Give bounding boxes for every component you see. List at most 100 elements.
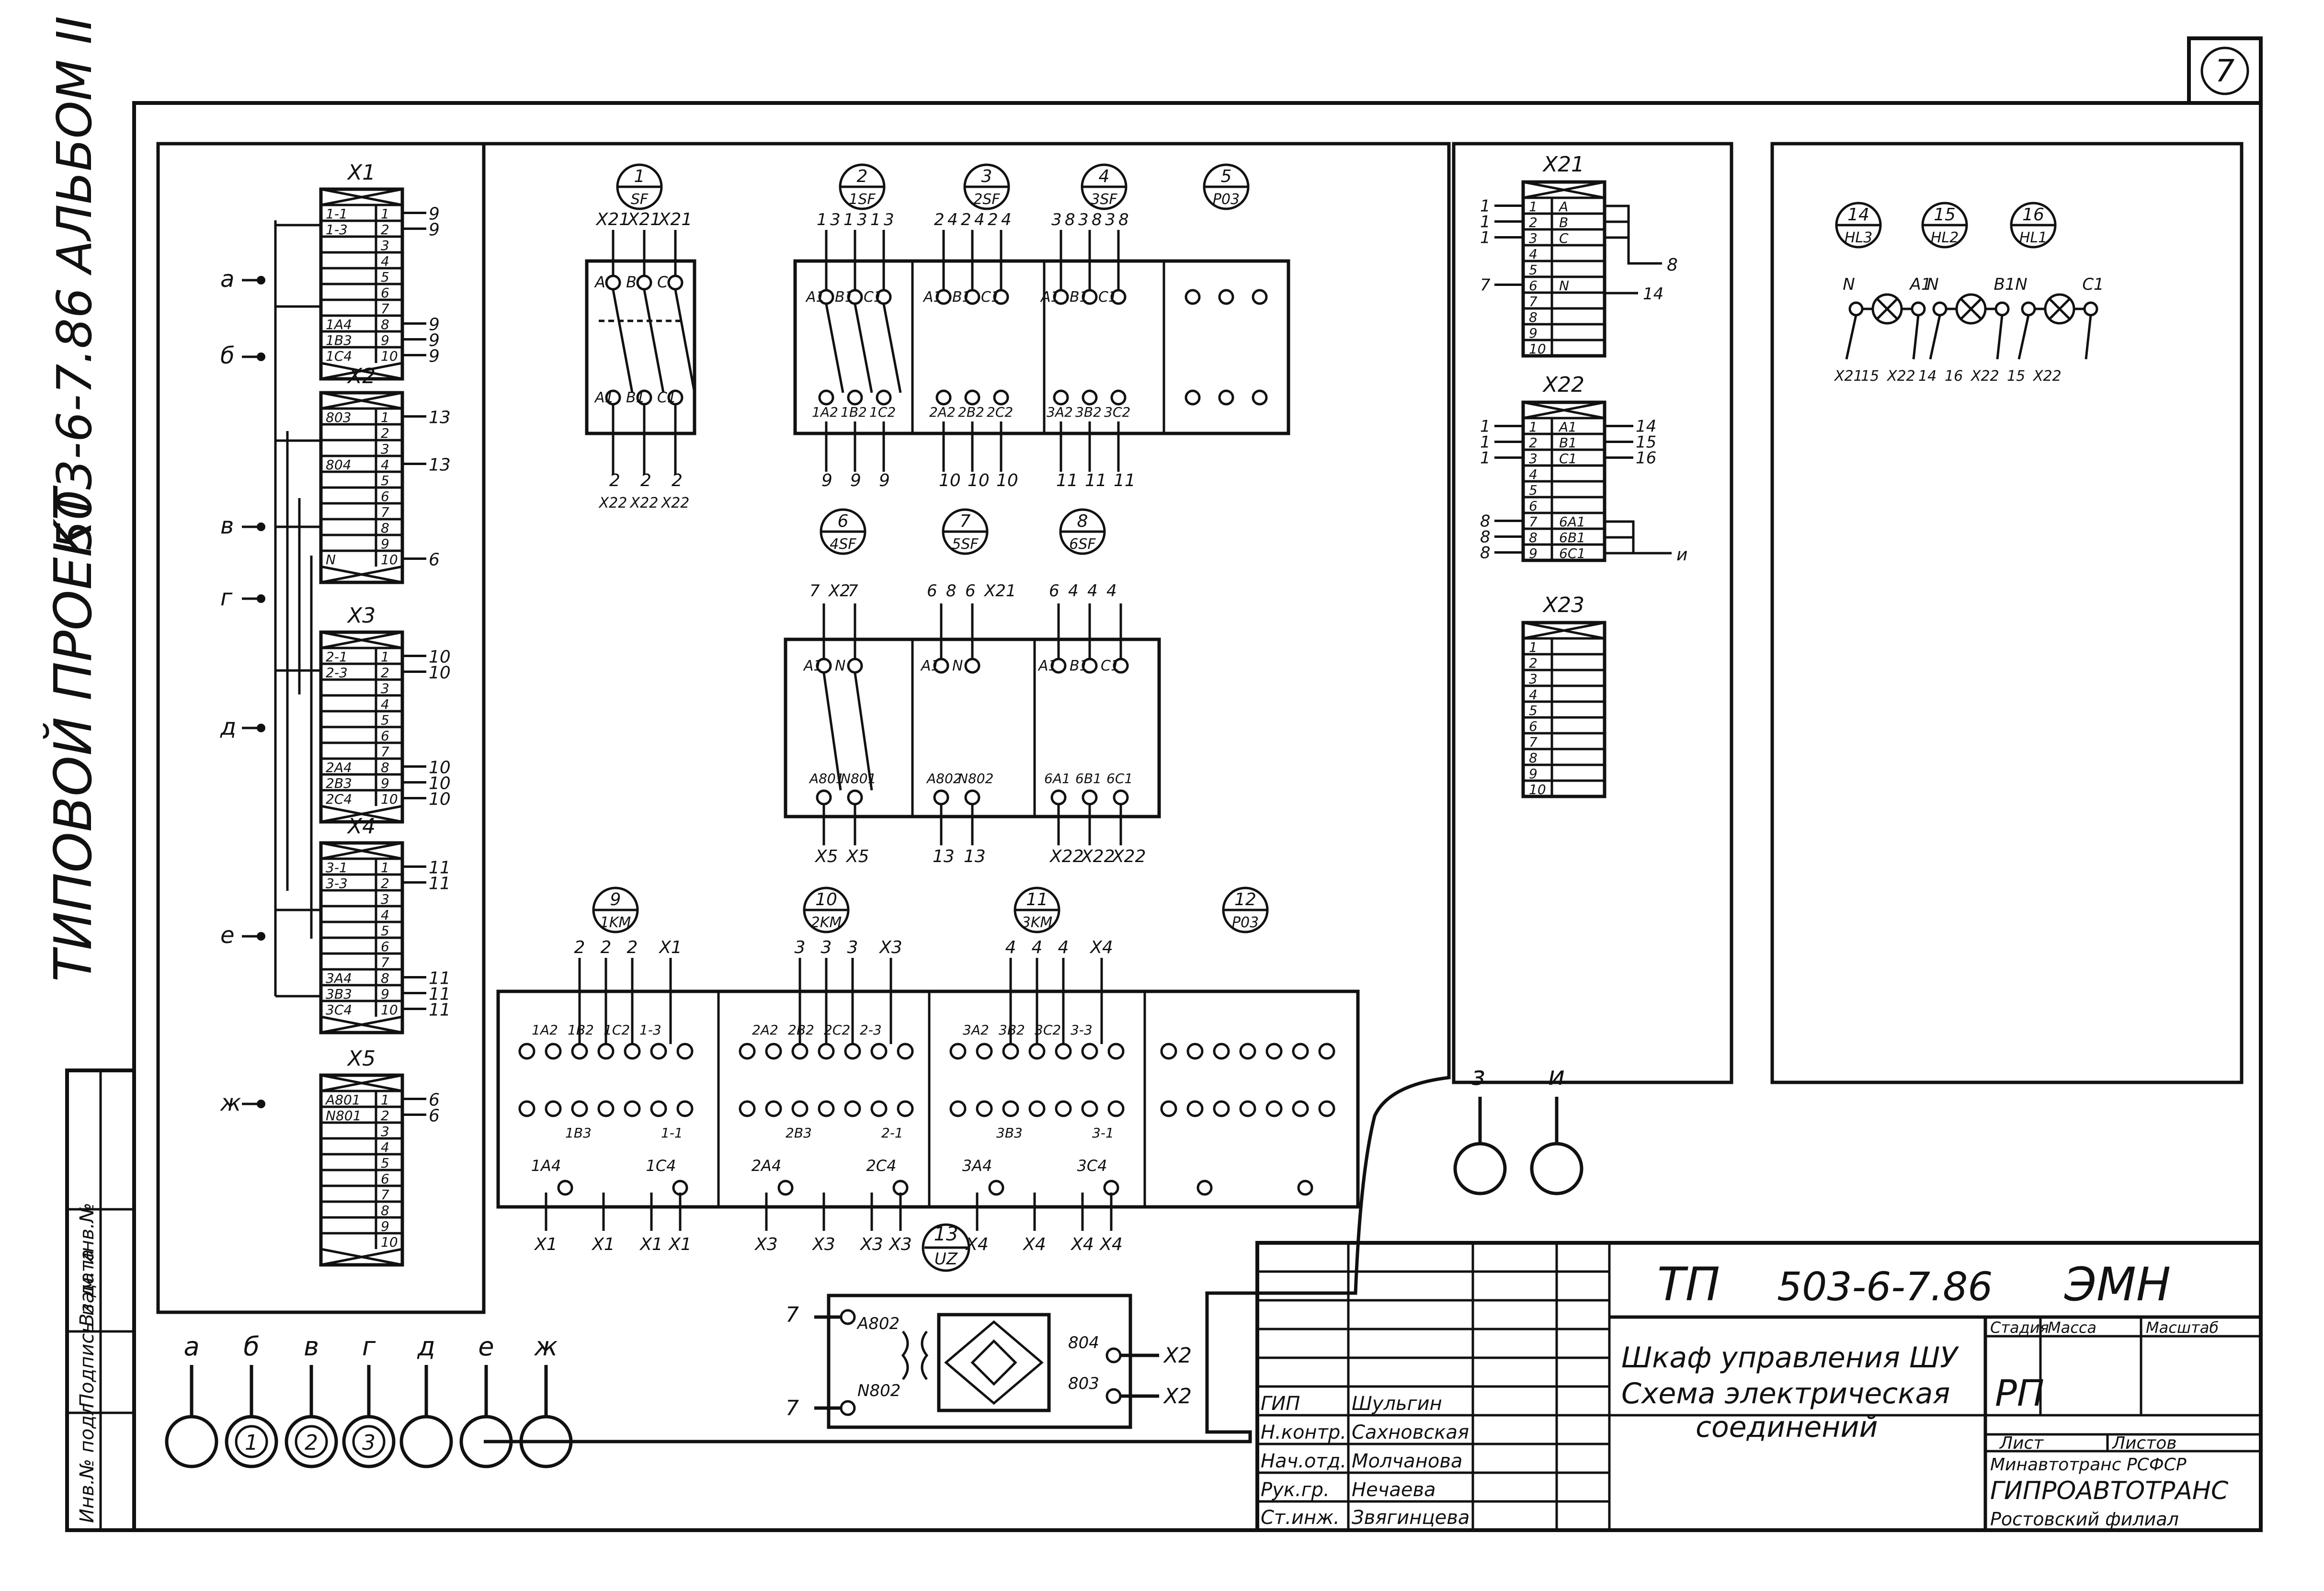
x22-row-label: 6В1 bbox=[1559, 530, 1585, 545]
km10-term-bot bbox=[870, 1100, 888, 1117]
km9-num: 9 bbox=[610, 890, 621, 909]
dev8-term-in bbox=[1082, 658, 1098, 674]
x3-row-label: 2-1 bbox=[326, 649, 348, 665]
x4-wire-label: 11 bbox=[429, 858, 451, 878]
dev2-term-out bbox=[876, 389, 892, 406]
sf-bot-wire: 2 bbox=[640, 471, 651, 490]
dev8-bot-wire: X22 bbox=[1080, 847, 1115, 866]
dev3-num: 3 bbox=[981, 167, 992, 186]
dev6-top-wire: 7 bbox=[848, 581, 858, 601]
x4-row-label: 3С4 bbox=[326, 1002, 352, 1018]
x22-num: 7 bbox=[1529, 514, 1538, 530]
km10-top-wire: 3 bbox=[847, 938, 858, 957]
lamp15-pin-n: N bbox=[1926, 275, 1938, 294]
x22-wire-in-label: 8 bbox=[1480, 528, 1491, 547]
km11-term-bot bbox=[949, 1100, 967, 1117]
x4-num: 9 bbox=[381, 986, 389, 1002]
x4-row-label: 3-1 bbox=[326, 860, 348, 875]
stamp-replace: Взам. инв.№ bbox=[76, 1203, 98, 1327]
dev2-top-wire: 3 bbox=[857, 210, 867, 229]
x1-num: 4 bbox=[381, 253, 389, 269]
x4-row-label: 3А4 bbox=[326, 970, 352, 986]
dev7-code: 5SF bbox=[952, 536, 979, 553]
lamp15-wire-r bbox=[1996, 315, 2004, 360]
dev6-bot-wire: X5 bbox=[845, 847, 869, 866]
gland-6: ж bbox=[519, 1331, 573, 1468]
km10-mid-label: 2-1 bbox=[881, 1125, 903, 1141]
x22-row-label: 6С1 bbox=[1559, 545, 1585, 561]
x22-title: X22 bbox=[1542, 373, 1584, 397]
x23-num: 9 bbox=[1529, 766, 1538, 782]
x22-wire-in-label: 8 bbox=[1480, 544, 1491, 563]
km9-term-bot bbox=[571, 1100, 588, 1117]
lamp16-term-r bbox=[2083, 301, 2098, 317]
km11-top-label: 3C2 bbox=[1035, 1022, 1061, 1038]
x3-row-label: 2В3 bbox=[326, 775, 352, 791]
x22-row-label: А1 bbox=[1558, 419, 1577, 435]
km10-out-term bbox=[777, 1180, 794, 1196]
dev4-in-label: A1 bbox=[1040, 289, 1060, 306]
gland-i-label: и bbox=[1548, 1061, 1565, 1091]
km10-top-label: 2-3 bbox=[860, 1022, 882, 1038]
km11-code: 3KM bbox=[1022, 914, 1053, 931]
dev2-term-out bbox=[847, 389, 863, 406]
dev7-term-out bbox=[964, 789, 980, 806]
x4-wire-label: 11 bbox=[429, 874, 451, 894]
p03-term bbox=[1185, 289, 1201, 305]
dev4-in-label: C1 bbox=[1098, 289, 1117, 306]
km9-top-wire: 2 bbox=[627, 938, 638, 957]
lamp15-cross2 bbox=[1960, 298, 1982, 320]
dev4-term-in bbox=[1053, 289, 1069, 305]
x3-wire-label: 10 bbox=[429, 648, 451, 667]
panel-terminals bbox=[156, 142, 486, 1314]
dev2-in-label: C1 bbox=[864, 289, 883, 306]
gland-1: б1 bbox=[225, 1331, 278, 1468]
gland-num: 3 bbox=[362, 1431, 376, 1455]
tb-mark: ЭМН bbox=[2064, 1258, 2171, 1311]
dev6-term-out bbox=[847, 789, 863, 806]
lamp14-term-l bbox=[1848, 301, 1864, 317]
tb-role-4: Ст.инж. bbox=[1261, 1507, 1340, 1529]
x3-num: 1 bbox=[381, 649, 389, 665]
dev2-bot-wire: 9 bbox=[879, 471, 890, 490]
x23-num: 7 bbox=[1529, 734, 1538, 750]
sf-contact bbox=[674, 289, 696, 393]
dev4-bot-wire: 11 bbox=[1085, 471, 1107, 490]
sf-code: SF bbox=[631, 191, 649, 208]
km9-term-bot bbox=[650, 1100, 667, 1117]
x1-row-label: 1А4 bbox=[326, 317, 352, 332]
km9-out-term bbox=[557, 1180, 573, 1196]
dev8-in-label: B1 bbox=[1070, 658, 1089, 674]
km11-top-wire: 4 bbox=[1005, 938, 1016, 957]
x21-wire-in-label: 1 bbox=[1480, 228, 1491, 248]
x3-wire-label: 10 bbox=[429, 774, 451, 794]
dev4-out-label: 3C2 bbox=[1104, 404, 1130, 420]
x23-num: 4 bbox=[1529, 687, 1538, 703]
km10-mid-label: 2B3 bbox=[786, 1125, 812, 1141]
x1-cap-top2 bbox=[320, 188, 403, 206]
dev3-top-wire: 4 bbox=[974, 210, 985, 229]
dev2-contact bbox=[854, 304, 873, 393]
x22-wire-in-label: 1 bbox=[1480, 417, 1491, 436]
sf-term-out bbox=[667, 389, 684, 406]
km10-term-bot bbox=[897, 1100, 914, 1117]
km12-term-bot bbox=[1239, 1100, 1256, 1117]
x2-num: 2 bbox=[381, 425, 389, 441]
x3-num: 8 bbox=[381, 760, 389, 775]
x22-num: 6 bbox=[1529, 498, 1538, 514]
drawing-frame bbox=[132, 101, 2263, 1532]
x2-wire-label: 13 bbox=[429, 408, 451, 428]
dev2-num: 2 bbox=[857, 167, 868, 186]
km12-term-bot bbox=[1318, 1100, 1335, 1117]
dev3-in-label: A1 bbox=[923, 289, 943, 306]
x3-num: 3 bbox=[381, 681, 389, 696]
dev3-in-label: B1 bbox=[952, 289, 971, 306]
dev4-out-label: 3A2 bbox=[1047, 404, 1073, 420]
dev2-out-label: 1C2 bbox=[869, 404, 896, 420]
x22-num: 5 bbox=[1529, 482, 1538, 498]
